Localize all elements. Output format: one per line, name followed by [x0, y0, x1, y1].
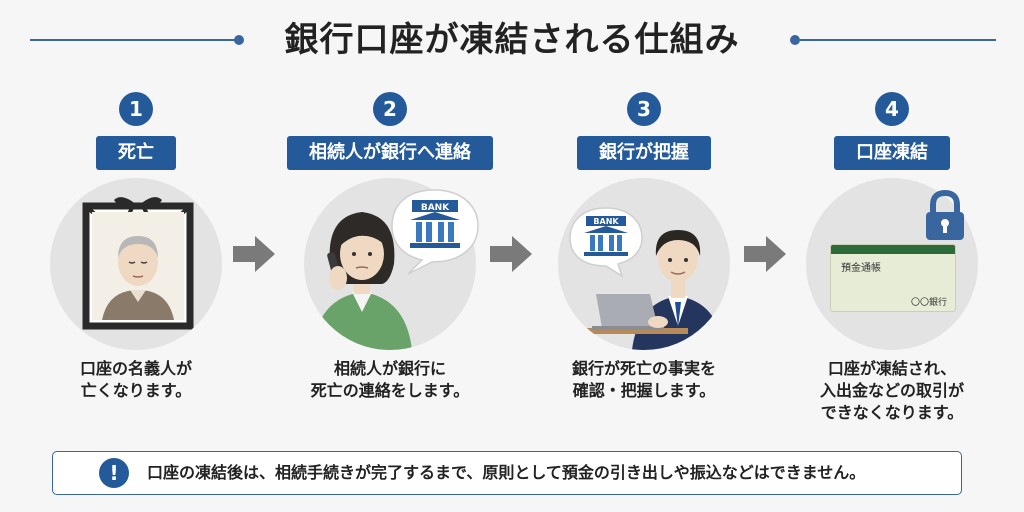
title-dot-right	[790, 35, 800, 45]
step-label: 口座凍結	[834, 136, 950, 170]
step-label: 銀行が把握	[577, 136, 711, 170]
step-number: 3	[627, 92, 661, 126]
passbook-title: 預金通帳	[841, 263, 881, 274]
arrow-right-icon	[233, 236, 275, 272]
step-description: 相続人が銀行に 死亡の連絡をします。	[310, 359, 470, 400]
title-rule-right	[800, 39, 996, 41]
step-description: 銀行が死亡の事実を 確認・把握します。	[571, 359, 716, 400]
notice-box: ! 口座の凍結後は、相続手続きが完了するまで、原則として預金の引き出しや振込など…	[52, 451, 962, 495]
passbook-bank-name: 〇〇銀行	[910, 298, 947, 308]
arrow-right-icon	[490, 236, 532, 272]
bank-sign-text: BANK	[593, 217, 619, 226]
step-number: 2	[373, 92, 407, 126]
deceased-portrait-illustration	[50, 178, 222, 350]
header: 銀行口座が凍結される仕組み	[0, 14, 1024, 64]
title-rule-left	[30, 39, 235, 41]
page-title: 銀行口座が凍結される仕組み	[284, 20, 740, 60]
memorial-portrait-icon	[82, 197, 194, 330]
step-label: 相続人が銀行へ連絡	[287, 136, 493, 170]
arrow-right-icon	[744, 236, 786, 272]
bank-clerk-laptop-icon	[578, 230, 724, 350]
notice-text: 口座の凍結後は、相続手続きが完了するまで、原則として預金の引き出しや振込などはで…	[147, 463, 866, 482]
title-dot-left	[234, 35, 244, 45]
step-number: 1	[119, 92, 153, 126]
bank-speech-bubble: BANK	[569, 207, 643, 278]
step-label: 死亡	[96, 136, 176, 170]
passbook-stripe	[831, 245, 955, 254]
bank-sign-text: BANK	[421, 203, 450, 213]
bank-clerk-illustration	[558, 178, 730, 350]
lock-icon	[926, 190, 964, 240]
exclamation-icon: !	[99, 458, 129, 488]
step-description: 口座が凍結され、 入出金などの取引が できなくなります。	[819, 359, 964, 422]
passbook: 預金通帳 〇〇銀行	[830, 244, 956, 312]
bank-speech-bubble: BANK	[391, 189, 479, 275]
step-description: 口座の名義人が 亡くなります。	[79, 359, 192, 400]
step-number: 4	[875, 92, 909, 126]
